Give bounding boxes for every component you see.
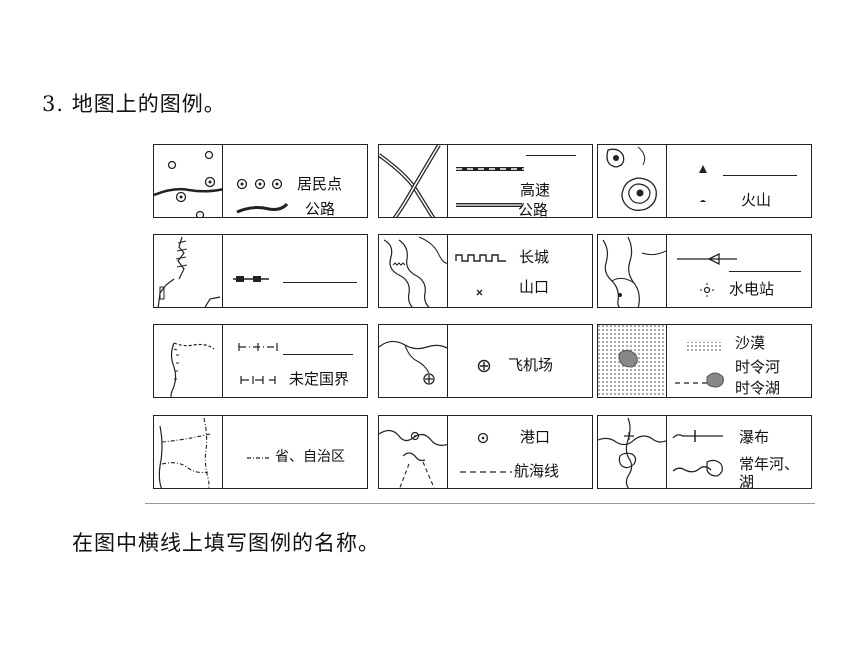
legend-panel-volcano: 火山	[597, 144, 812, 218]
answer-blank[interactable]	[283, 354, 353, 355]
answer-blank[interactable]	[526, 155, 576, 156]
hydropower-map-drawing	[602, 236, 666, 307]
question-instruction: 在图中横线上填写图例的名称。	[72, 531, 380, 555]
map-thumbnail	[597, 234, 667, 308]
port-symbols	[460, 432, 512, 473]
map-thumbnail	[378, 234, 448, 308]
legend-panel-great-wall: 长城 山口	[378, 234, 593, 308]
label-lake: 湖	[739, 473, 755, 489]
symbol-box: 港口 航海线	[447, 415, 593, 489]
symbol-box: 水电站	[666, 234, 812, 308]
legend-panel-expressway: 高速 公路	[378, 144, 593, 218]
map-thumbnail	[153, 234, 223, 308]
settlement-symbols	[236, 178, 289, 214]
province-map-drawing	[158, 417, 211, 488]
legend-panel-settlement-road: 居民点 公路	[153, 144, 368, 218]
symbol-box: 火山	[666, 144, 812, 218]
legend-panel-railway	[153, 234, 368, 308]
border-symbols	[238, 343, 278, 384]
label-province: 省、自治区	[275, 449, 345, 465]
great-wall-symbols	[455, 254, 506, 296]
question-title: 3. 地图上的图例。	[42, 92, 226, 116]
waterfall-symbols	[672, 430, 723, 477]
map-thumbnail	[597, 324, 667, 398]
settlement-map-drawing	[154, 150, 222, 217]
label-shipping-route: 航海线	[514, 462, 560, 480]
symbol-box: 居民点 公路	[222, 144, 368, 218]
symbol-box: 沙漠 时令河 时令湖	[666, 324, 812, 398]
legend-panel-desert: 沙漠 时令河 时令湖	[597, 324, 812, 398]
legend-panel-port: 港口 航海线	[378, 415, 593, 489]
symbol-box: 高速 公路	[447, 144, 593, 218]
map-thumbnail	[378, 324, 448, 398]
border-map-drawing	[170, 342, 215, 397]
expressway-map-drawing	[379, 145, 441, 217]
legend-panel-border: 未定国界	[153, 324, 368, 398]
label-road: 公路	[305, 200, 336, 218]
label-settlement: 居民点	[297, 175, 343, 193]
symbol-box: 飞机场	[447, 324, 593, 398]
map-thumbnail	[153, 324, 223, 398]
symbol-box	[222, 234, 368, 308]
label-airport: 飞机场	[508, 356, 554, 374]
map-thumbnail	[597, 144, 667, 218]
label-mountain-pass: 山口	[519, 278, 550, 296]
label-port: 港口	[520, 428, 551, 446]
label-waterfall: 瀑布	[739, 428, 770, 446]
legend-panel-province: 省、自治区	[153, 415, 368, 489]
waterfall-map-drawing	[598, 417, 666, 488]
label-hydropower: 水电站	[729, 280, 775, 298]
map-thumbnail	[597, 415, 667, 489]
volcano-map-drawing	[606, 146, 657, 211]
port-map-drawing	[379, 429, 447, 488]
symbol-box: 未定国界	[222, 324, 368, 398]
map-thumbnail	[378, 415, 448, 489]
province-symbols	[247, 457, 271, 459]
symbol-box: 长城 山口	[447, 234, 593, 308]
label-perennial-river: 常年河、	[739, 455, 800, 473]
label-desert: 沙漠	[735, 334, 766, 352]
map-thumbnail	[153, 415, 223, 489]
symbol-box: 瀑布 常年河、 湖	[666, 415, 812, 489]
label-seasonal-lake: 时令湖	[735, 379, 781, 397]
label-expressway-2: 公路	[518, 201, 549, 218]
image-bottom-rule	[145, 503, 815, 504]
label-undetermined-border: 未定国界	[289, 370, 350, 388]
hydropower-symbols	[677, 252, 737, 297]
railway-map-drawing	[157, 236, 221, 307]
legend-panel-hydropower: 水电站	[597, 234, 812, 308]
map-thumbnail	[153, 144, 223, 218]
label-volcano: 火山	[741, 191, 772, 209]
desert-map-drawing	[598, 325, 666, 397]
answer-blank[interactable]	[283, 282, 357, 283]
label-great-wall: 长城	[519, 248, 550, 266]
map-thumbnail	[378, 144, 448, 218]
legend-panel-waterfall: 瀑布 常年河、 湖	[597, 415, 812, 489]
airport-symbols	[477, 359, 491, 373]
legend-panel-airport: 飞机场	[378, 324, 593, 398]
volcano-symbols	[699, 165, 707, 202]
expressway-symbols	[456, 167, 524, 207]
desert-symbols	[675, 342, 724, 388]
great-wall-map-drawing	[383, 236, 447, 307]
answer-blank[interactable]	[723, 175, 797, 176]
label-seasonal-river: 时令河	[735, 358, 781, 376]
answer-blank[interactable]	[729, 271, 801, 272]
railway-symbols	[233, 276, 269, 282]
symbol-box: 省、自治区	[222, 415, 368, 489]
label-expressway-1: 高速	[520, 181, 551, 199]
airport-map-drawing	[379, 340, 447, 385]
